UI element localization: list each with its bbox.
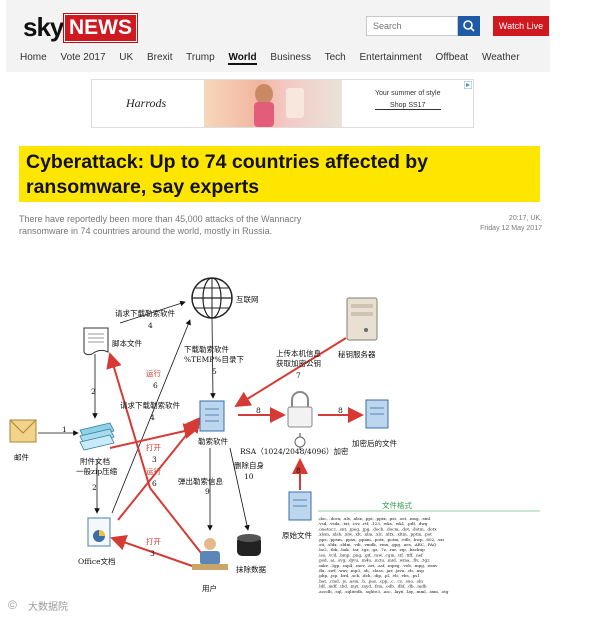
watermark-logo-icon: © [8, 598, 17, 612]
num-run-bottom: 6 [152, 479, 157, 488]
popup-label: 弹出勒索信息 [178, 476, 223, 486]
open-label-top: 打开 [146, 442, 161, 452]
nav-item-uk[interactable]: UK [119, 52, 133, 63]
arrow-user-link [150, 488, 205, 558]
key-server-icon [347, 298, 377, 340]
run-label-top: 运行 [146, 368, 161, 378]
ransomware-label: 勒索软件 [198, 436, 228, 446]
ad-shop-link[interactable]: Shop SS17 [375, 102, 441, 110]
nav-item-tech[interactable]: Tech [325, 52, 346, 63]
search-button[interactable] [458, 16, 480, 36]
news-logo[interactable]: NEWS [64, 14, 137, 42]
sky-logo[interactable]: sky [23, 12, 63, 43]
file-format-title: 文件格式 [382, 500, 412, 510]
mail-label: 邮件 [14, 452, 29, 462]
encrypted-file-icon [366, 400, 388, 428]
open-label-bottom: 打开 [146, 536, 161, 546]
key-server-label: 秘钥服务器 [338, 349, 376, 359]
ransomware-flow-diagram: 互联网 脚本文件 秘钥服务器 邮件 附件文档 一般zip压缩 Office文档 [0, 268, 600, 598]
site-header: sky NEWS Watch Live Home Vote 2017 UK Br… [6, 0, 550, 72]
watch-live-button[interactable]: Watch Live [493, 16, 549, 36]
advertisement-banner[interactable]: Harrods Your summer of style Shop SS17 [91, 79, 474, 128]
download-label-2: %TEMP%目录下 [184, 355, 244, 364]
ad-brand: Harrods [126, 96, 166, 111]
script-document-icon [84, 328, 108, 355]
nav-item-weather[interactable]: Weather [482, 52, 520, 63]
nav-item-home[interactable]: Home [20, 52, 47, 63]
office-document-icon [88, 518, 110, 546]
mail-envelope-icon [10, 420, 36, 442]
lock-icon [288, 392, 312, 427]
ad-choices-icon[interactable] [464, 81, 472, 89]
num-upload: 7 [296, 371, 301, 380]
num-mail-attach: 1 [62, 425, 67, 434]
num-download: 5 [212, 367, 217, 376]
nav-item-trump[interactable]: Trump [186, 52, 215, 63]
user-label: 用户 [202, 583, 217, 593]
run-label-bottom: 运行 [146, 466, 161, 476]
num-script-down: 2 [91, 387, 96, 396]
rsa-label: RSA（1024/2048/4096）加密 [240, 446, 349, 456]
num-open-bottom: 3 [150, 549, 155, 558]
erase-disk-icon [237, 534, 261, 556]
num-encrypt-b: 8 [338, 406, 343, 415]
key-icon [295, 437, 305, 447]
ad-tagline: Your summer of style [375, 90, 441, 97]
attachment-label-1: 附件文档 [80, 456, 110, 466]
nav-item-vote-2017[interactable]: Vote 2017 [60, 52, 105, 63]
erase-data-label: 抹除数据 [236, 564, 266, 574]
article-headline: Cyberattack: Up to 74 countries affected… [26, 150, 541, 200]
article-date: Friday 12 May 2017 [470, 224, 542, 234]
ad-text: Your summer of style Shop SS17 [375, 90, 441, 110]
search-input[interactable] [366, 16, 458, 36]
headline-highlight: Cyberattack: Up to 74 countries affected… [19, 146, 540, 202]
ad-photo [204, 80, 342, 127]
num-open-top: 3 [152, 455, 157, 464]
nav-item-world[interactable]: World [228, 52, 256, 65]
upload-label-1: 上传本机信息 [276, 348, 321, 358]
num-encrypt-c: 8 [296, 466, 301, 475]
nav-item-offbeat[interactable]: Offbeat [436, 52, 469, 63]
watermark-text: 大数据院 [28, 598, 68, 613]
encrypted-file-label: 加密后的文件 [352, 438, 397, 448]
original-file-label: 原始文件 [282, 530, 312, 540]
delete-self-label: 删除自身 [234, 460, 264, 470]
request-download-top-label: 请求下载勒索软件 [115, 308, 175, 318]
num-req-top: 4 [148, 321, 153, 330]
article-time: 20:17, UK, [470, 214, 542, 224]
upload-label-2: 获取加密公钥 [276, 358, 321, 368]
nav-item-entertainment[interactable]: Entertainment [360, 52, 422, 63]
script-label: 脚本文件 [112, 338, 142, 348]
attachment-stack-icon [80, 423, 114, 450]
num-popup: 9 [205, 487, 210, 496]
original-file-icon [289, 492, 311, 520]
article-subhead: There have reportedly been more than 45,… [19, 213, 349, 237]
internet-label: 互联网 [236, 295, 259, 304]
download-label-1: 下载勒索软件 [184, 344, 229, 354]
internet-globe-icon [192, 278, 232, 318]
file-format-line: .accdb, .sql, .sqlitedb, .sqlite3, .asc,… [318, 589, 449, 594]
search-icon [458, 16, 480, 36]
file-format-list: .doc, .docx, .xls, .xlsx, .ppt, .pptx, .… [318, 516, 449, 594]
ransomware-document-icon [200, 401, 224, 431]
attachment-label-2: 一般zip压缩 [76, 466, 118, 476]
office-label: Office文档 [78, 556, 116, 566]
request-download-mid-label: 请求下载勒索软件 [120, 400, 180, 410]
num-delete: 10 [244, 472, 254, 481]
main-nav: Home Vote 2017 UK Brexit Trump World Bus… [20, 52, 531, 63]
num-encrypt-a: 8 [256, 406, 261, 415]
num-run-top: 6 [153, 381, 158, 390]
num-req-mid: 4 [150, 413, 155, 422]
nav-item-brexit[interactable]: Brexit [147, 52, 173, 63]
article-timestamp: 20:17, UK, Friday 12 May 2017 [470, 214, 542, 234]
user-icon [192, 538, 228, 570]
nav-item-business[interactable]: Business [270, 52, 311, 63]
num-attach-office: 2 [92, 483, 97, 492]
